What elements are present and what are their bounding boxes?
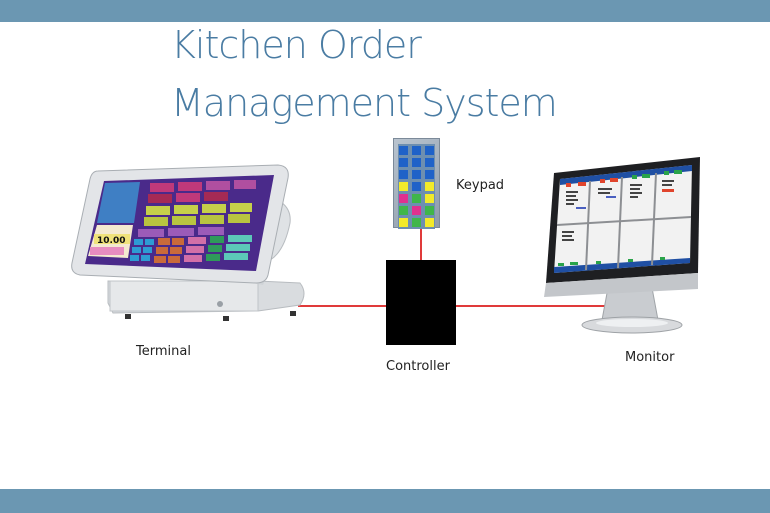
- keypad-key: [425, 146, 434, 155]
- terminal-label: Terminal: [136, 344, 191, 359]
- wire-terminal-controller: [298, 305, 386, 307]
- wire-keypad-controller: [420, 228, 422, 260]
- keypad-key: [399, 218, 408, 227]
- diagram-title-line2: Management System: [171, 81, 558, 125]
- monitor-icon: [540, 155, 705, 335]
- controller-box: [386, 260, 456, 345]
- keypad-icon: [393, 138, 440, 229]
- keypad-key: [412, 158, 421, 167]
- keypad-key: [399, 170, 408, 179]
- diagram-title-line1: Kitchen Order: [171, 23, 422, 67]
- keypad-key: [412, 146, 421, 155]
- top-banner: [0, 0, 770, 22]
- keypad-key-grid: [398, 144, 435, 229]
- keypad-key: [399, 146, 408, 155]
- keypad-key: [399, 182, 408, 191]
- keypad-key: [412, 170, 421, 179]
- monitor-label: Monitor: [625, 350, 675, 365]
- bottom-banner: [0, 489, 770, 513]
- keypad-key: [399, 206, 408, 215]
- keypad-key: [425, 194, 434, 203]
- controller-label: Controller: [386, 359, 450, 374]
- keypad-key: [425, 158, 434, 167]
- keypad-key: [412, 182, 421, 191]
- keypad-key: [425, 170, 434, 179]
- keypad-key: [425, 218, 434, 227]
- wire-controller-monitor: [456, 305, 614, 307]
- keypad-key: [412, 218, 421, 227]
- keypad-key: [425, 206, 434, 215]
- terminal-icon: 10.00: [68, 163, 308, 323]
- keypad-label: Keypad: [456, 178, 505, 193]
- keypad-key: [425, 182, 434, 191]
- keypad-key: [399, 158, 408, 167]
- keypad-key: [399, 194, 408, 203]
- keypad-key: [412, 206, 421, 215]
- keypad-key: [412, 194, 421, 203]
- terminal-screen-amount: 10.00: [97, 236, 125, 246]
